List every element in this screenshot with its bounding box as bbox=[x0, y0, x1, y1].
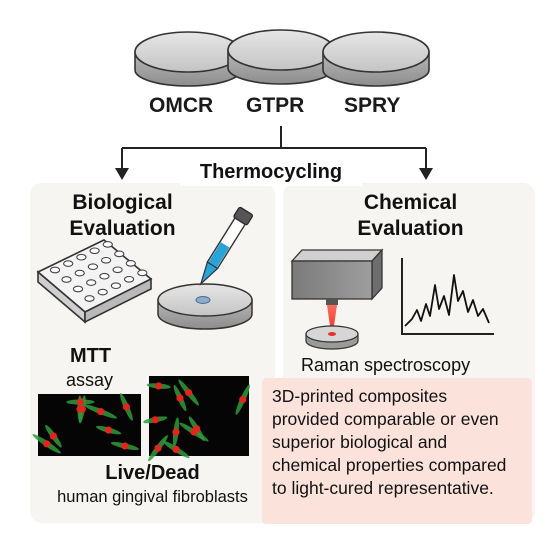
well bbox=[137, 269, 148, 277]
raman-instrument-icon bbox=[290, 248, 384, 305]
well bbox=[87, 263, 99, 271]
cell-nucleus bbox=[76, 398, 85, 406]
conclusion-line-5: to light-cured representative. bbox=[272, 478, 494, 498]
cell-nucleus bbox=[121, 442, 129, 450]
laser-beam bbox=[327, 305, 337, 333]
well bbox=[49, 266, 61, 274]
raman-label: Raman spectroscopy bbox=[301, 355, 471, 375]
mtt-assay-label: assay bbox=[66, 370, 114, 390]
cell-nucleus bbox=[239, 396, 247, 404]
disc-gtpr bbox=[227, 29, 335, 85]
well bbox=[99, 272, 110, 280]
cell-nucleus bbox=[122, 403, 131, 411]
livedead-label: Live/Dead bbox=[105, 462, 200, 484]
chemical-heading-line1: Chemical bbox=[363, 191, 458, 214]
well bbox=[123, 275, 135, 283]
cell-nucleus bbox=[176, 394, 184, 402]
conclusion-line-4: chemical properties compared bbox=[272, 455, 507, 475]
cell-nucleus bbox=[43, 440, 51, 448]
label-spry: SPRY bbox=[344, 94, 401, 117]
disc-omcr bbox=[134, 31, 242, 87]
well bbox=[100, 256, 112, 264]
disc-spry bbox=[322, 31, 430, 87]
cells-label: human gingival fibroblasts bbox=[57, 488, 248, 506]
arrow-head-left bbox=[115, 168, 129, 180]
cell-nucleus bbox=[185, 388, 193, 397]
well bbox=[102, 241, 113, 248]
well bbox=[97, 288, 108, 296]
chemical-heading-line2: Evaluation bbox=[357, 217, 464, 240]
well bbox=[114, 250, 125, 258]
biological-heading-line1: Biological bbox=[72, 191, 173, 214]
label-gtpr: GTPR bbox=[246, 94, 305, 117]
conclusion-line-3: superior biological and bbox=[272, 432, 448, 452]
raman-spectrum-plot bbox=[401, 258, 494, 335]
well bbox=[63, 260, 74, 267]
well bbox=[86, 279, 97, 286]
conclusion-box: 3D-printed composites provided comparabl… bbox=[262, 378, 532, 524]
well bbox=[89, 247, 100, 255]
process-label: Thermocycling bbox=[180, 158, 362, 186]
split-arrows bbox=[121, 126, 427, 170]
sample-disc-icon bbox=[157, 283, 253, 330]
cell-nucleus bbox=[104, 426, 113, 434]
pipette-icon bbox=[199, 206, 254, 286]
well bbox=[72, 285, 84, 293]
well bbox=[110, 282, 122, 290]
arrow-head-right bbox=[419, 168, 433, 180]
well bbox=[76, 253, 87, 261]
well bbox=[74, 269, 85, 277]
fluorescence-image-left bbox=[32, 393, 141, 456]
well bbox=[125, 260, 136, 267]
cell-nucleus bbox=[172, 428, 180, 436]
conclusion-line-2: provided comparable or even bbox=[272, 409, 499, 429]
conclusion-line-1: 3D-printed composites bbox=[272, 386, 448, 406]
cell-nucleus bbox=[172, 445, 180, 454]
well bbox=[61, 276, 72, 283]
cell-nucleus bbox=[151, 416, 159, 424]
cell-nucleus bbox=[96, 407, 105, 416]
cell-nucleus bbox=[190, 428, 198, 436]
biological-heading-line2: Evaluation bbox=[69, 217, 176, 240]
cell-nucleus bbox=[155, 382, 163, 390]
chemical-heading: Chemical Evaluation bbox=[338, 190, 483, 242]
raman-sample-disc bbox=[305, 325, 359, 350]
fluorescence-image-right bbox=[143, 376, 250, 462]
biological-heading: Biological Evaluation bbox=[50, 190, 195, 242]
cell-nucleus bbox=[49, 432, 58, 440]
well bbox=[84, 295, 95, 302]
well bbox=[112, 266, 123, 274]
well-plate-icon bbox=[36, 239, 153, 324]
label-omcr: OMCR bbox=[149, 94, 214, 117]
cell-nucleus bbox=[154, 444, 162, 452]
cell-nucleus bbox=[78, 405, 86, 413]
mtt-label: MTT bbox=[70, 345, 112, 367]
